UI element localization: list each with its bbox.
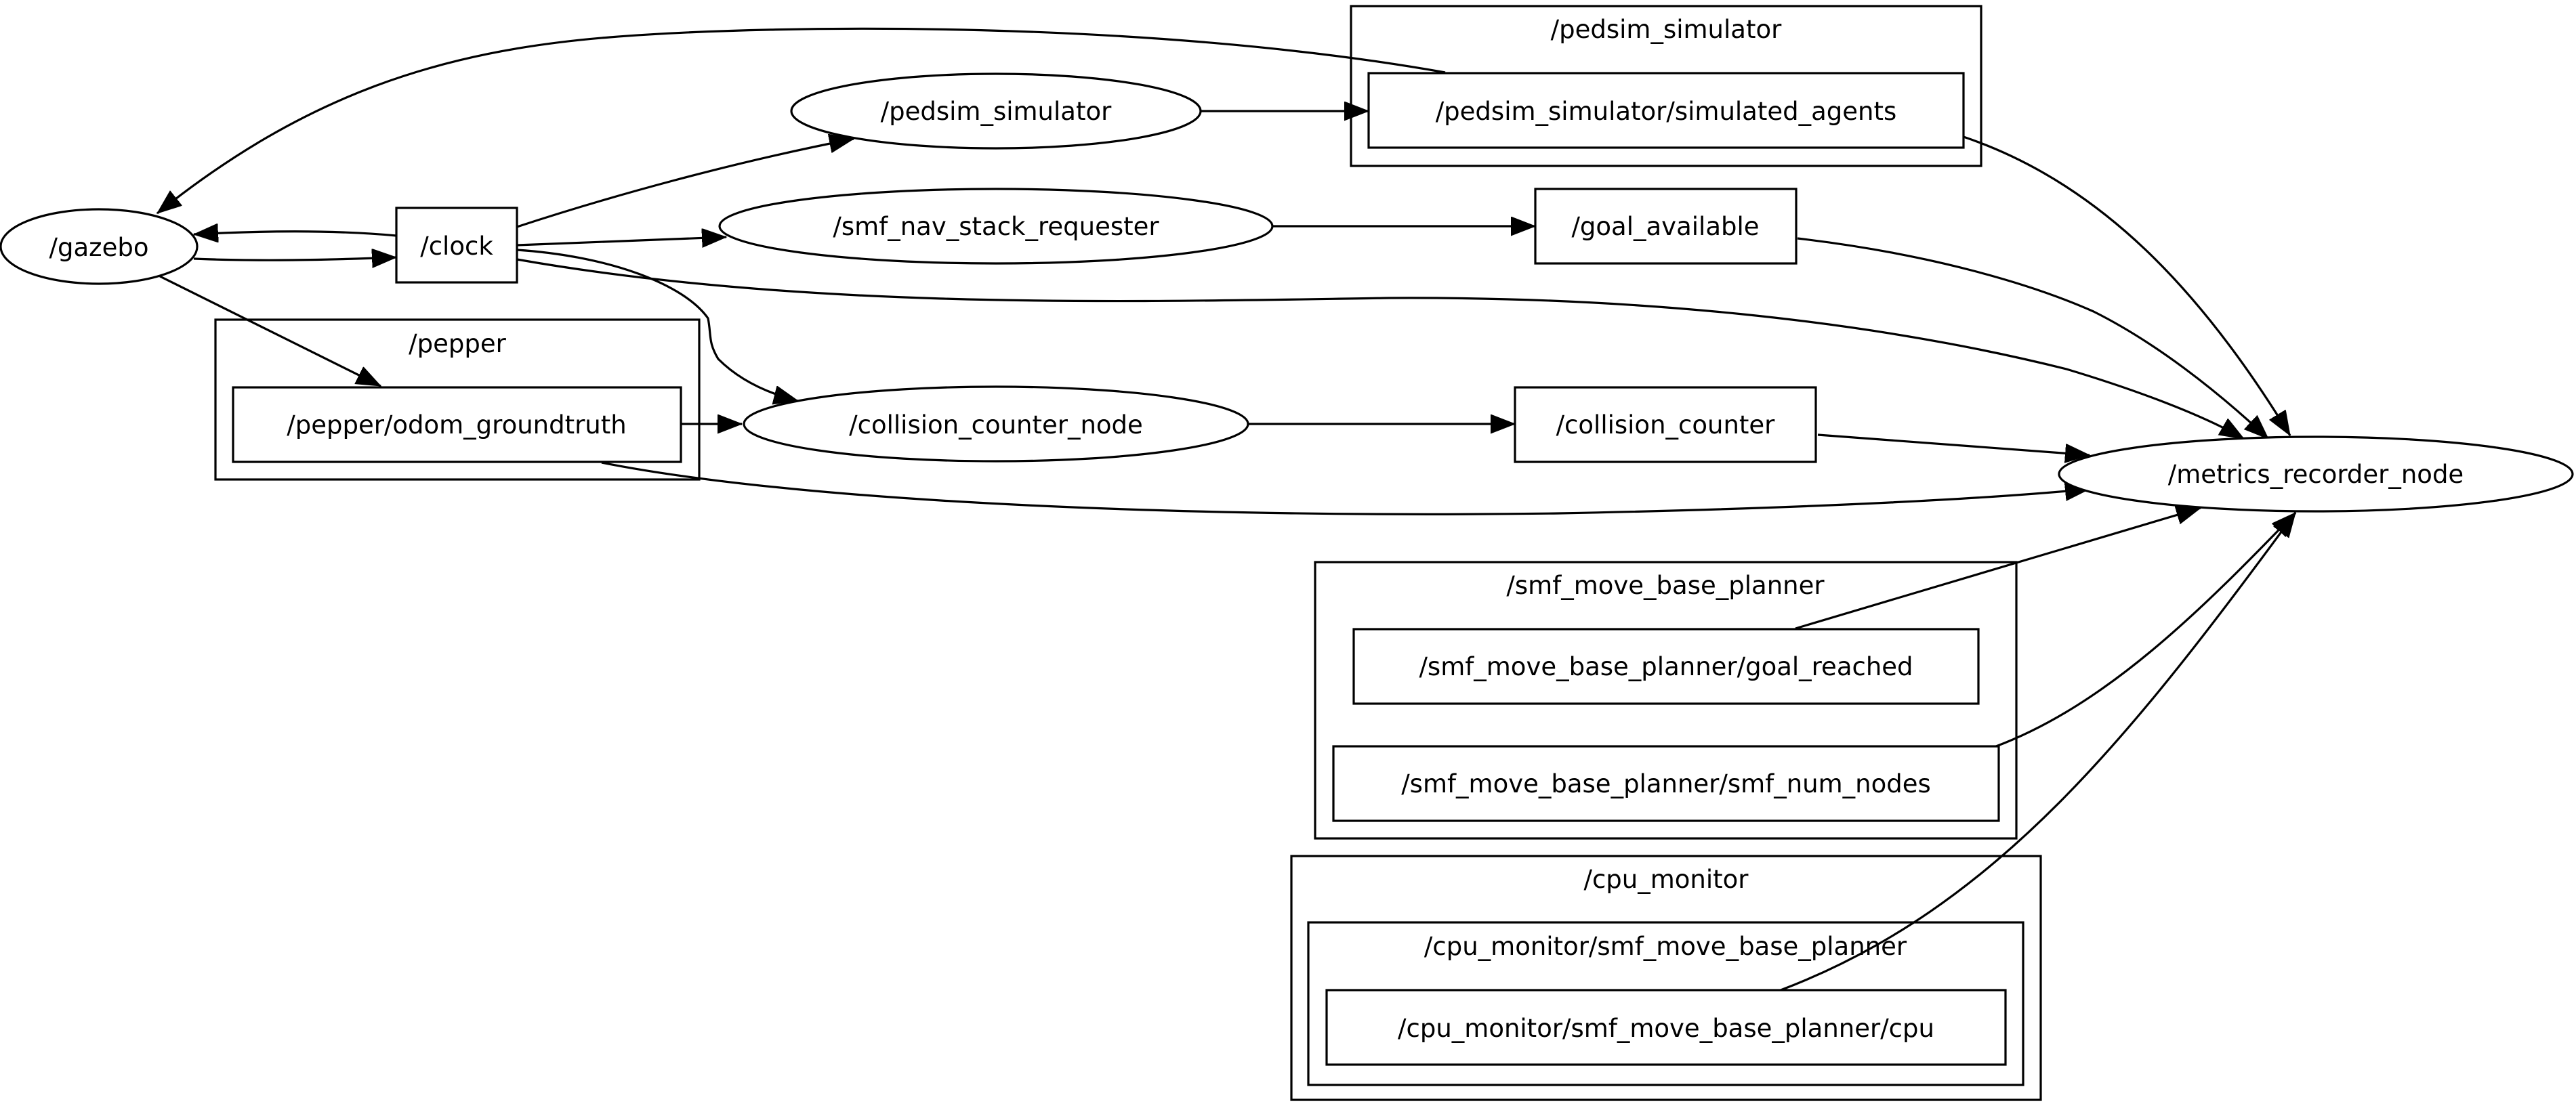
cluster-cpu-monitor-label: /cpu_monitor <box>1583 865 1749 894</box>
edge-num-nodes-to-metrics <box>1995 511 2297 748</box>
topic-goal-available-label: /goal_available <box>1571 212 1759 241</box>
edge-cpu-to-metrics <box>1780 513 2297 991</box>
edge-clock-to-gazebo <box>194 232 397 236</box>
topic-smf-num-nodes-label: /smf_move_base_planner/smf_num_nodes <box>1401 769 1931 798</box>
node-collision-counter-node-label: /collision_counter_node <box>849 410 1143 440</box>
node-smf-nav-stack-requester[interactable]: /smf_nav_stack_requester <box>718 188 1274 265</box>
edge-collision-counter-to-metrics <box>1817 433 2090 455</box>
edges <box>157 27 2297 991</box>
topic-goal-available[interactable]: /goal_available <box>1534 188 1798 265</box>
edge-clock-to-pedsim-node <box>516 139 854 228</box>
edge-goal-available-to-metrics <box>1797 237 2270 440</box>
cluster-smf-move-base-planner: /smf_move_base_planner <box>1314 561 2018 840</box>
topic-simulated-agents[interactable]: /pedsim_simulator/simulated_agents <box>1367 72 1965 149</box>
edge-clock-to-metrics <box>516 258 2244 440</box>
node-collision-counter-node[interactable]: /collision_counter_node <box>743 385 1249 463</box>
topic-clock[interactable]: /clock <box>395 207 518 284</box>
node-gazebo-label: /gazebo <box>49 233 149 262</box>
topic-collision-counter[interactable]: /collision_counter <box>1514 386 1817 463</box>
topic-cpu[interactable]: /cpu_monitor/smf_move_base_planner/cpu <box>1325 989 2007 1066</box>
cluster-smf-move-base-planner-label: /smf_move_base_planner <box>1506 571 1825 600</box>
node-pedsim-simulator[interactable]: /pedsim_simulator <box>790 72 1202 150</box>
node-metrics-recorder-node-label: /metrics_recorder_node <box>2168 460 2464 489</box>
node-gazebo[interactable]: /gazebo <box>0 208 199 285</box>
edge-simulated-agents-to-gazebo <box>157 27 1446 215</box>
edge-odom-to-metrics <box>601 461 2090 515</box>
cluster-cpu-monitor-smf-move-base-planner-label: /cpu_monitor/smf_move_base_planner <box>1424 932 1907 961</box>
cluster-cpu-monitor: /cpu_monitor <box>1290 855 2042 1101</box>
edge-simulated-agents-to-metrics <box>1963 135 2291 435</box>
topic-goal-reached[interactable]: /smf_move_base_planner/goal_reached <box>1352 628 1980 705</box>
cluster-pedsim-simulator-label: /pedsim_simulator <box>1551 15 1782 44</box>
edge-gazebo-to-clock <box>193 257 396 260</box>
topic-pepper-odom-groundtruth[interactable]: /pepper/odom_groundtruth <box>232 386 682 463</box>
cluster-cpu-monitor-smf-move-base-planner: /cpu_monitor/smf_move_base_planner <box>1307 921 2024 1086</box>
topic-cpu-label: /cpu_monitor/smf_move_base_planner/cpu <box>1398 1014 1934 1043</box>
node-pedsim-simulator-label: /pedsim_simulator <box>881 97 1112 126</box>
cluster-pepper: /pepper <box>214 318 701 481</box>
topic-clock-label: /clock <box>420 232 493 261</box>
topic-collision-counter-label: /collision_counter <box>1556 410 1776 440</box>
topic-simulated-agents-label: /pedsim_simulator/simulated_agents <box>1436 97 1897 126</box>
edge-goal-reached-to-metrics <box>1795 508 2201 630</box>
cluster-pepper-label: /pepper <box>409 329 506 358</box>
topic-pepper-odom-groundtruth-label: /pepper/odom_groundtruth <box>287 410 626 440</box>
edge-clock-to-collision-node <box>516 249 798 401</box>
edge-gazebo-to-odom <box>159 275 381 387</box>
topic-smf-num-nodes[interactable]: /smf_move_base_planner/smf_num_nodes <box>1332 745 2000 822</box>
node-smf-nav-stack-requester-label: /smf_nav_stack_requester <box>833 212 1159 241</box>
topic-goal-reached-label: /smf_move_base_planner/goal_reached <box>1419 652 1913 681</box>
node-metrics-recorder-node[interactable]: /metrics_recorder_node <box>2058 435 2574 513</box>
cluster-pedsim-simulator: /pedsim_simulator <box>1350 5 1982 167</box>
edge-clock-to-smf-nav <box>516 237 726 245</box>
